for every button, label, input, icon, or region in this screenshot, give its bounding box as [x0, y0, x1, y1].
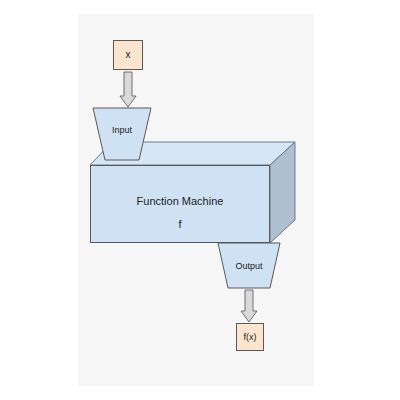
funnel-shape [218, 243, 280, 288]
input-value-box: x [113, 40, 143, 70]
function-machine-box: Function Machine f [90, 165, 270, 243]
node-label: x [126, 49, 131, 61]
flow-arrow [120, 72, 136, 107]
funnel-shape [93, 108, 151, 160]
node-label: Output [235, 261, 262, 272]
input-hopper: Input [93, 108, 151, 160]
output-chute: Output [218, 243, 280, 288]
flow-arrow [241, 290, 257, 322]
background-panel [78, 14, 314, 386]
machine-side-face [270, 142, 295, 243]
node-label: f(x) [244, 332, 257, 343]
node-label: Function Machine [137, 195, 224, 208]
node-label: Input [112, 125, 132, 136]
output-value-box: f(x) [236, 323, 264, 351]
node-sublabel: f [178, 218, 181, 231]
